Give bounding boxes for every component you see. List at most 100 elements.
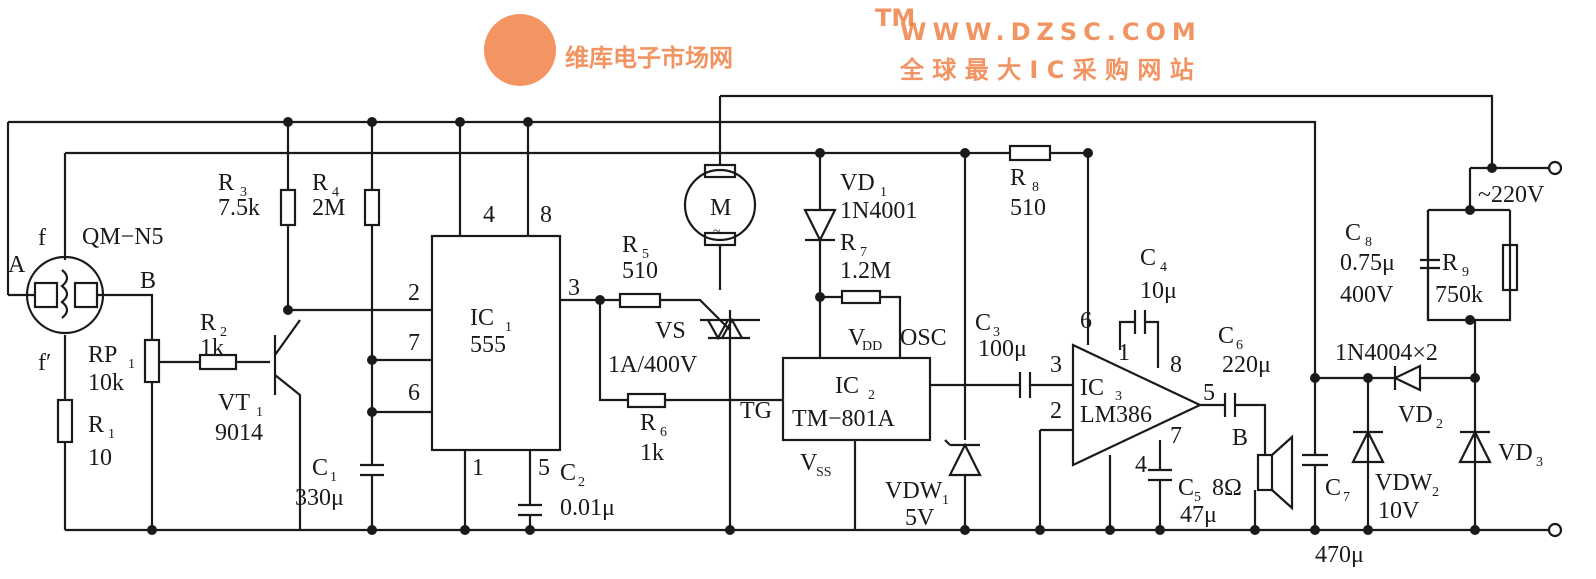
label-c5-sub: 5 (1194, 490, 1201, 505)
label-r6: R (640, 410, 656, 436)
label-r5: R (622, 232, 638, 258)
label-p4: 4 (1135, 452, 1147, 478)
label-ic1: IC (470, 305, 494, 331)
label-f: f (38, 225, 46, 251)
label-speaker-val: 8Ω (1212, 475, 1242, 501)
label-c4-val: 10μ (1140, 278, 1177, 304)
label-pin4: 4 (483, 202, 495, 228)
label-c5: C (1178, 475, 1194, 501)
label-f-prime: f′ (38, 350, 51, 376)
label-pin8: 8 (540, 202, 552, 228)
resistor-r7 (840, 289, 882, 305)
label-r5-sub: 5 (642, 247, 649, 262)
label-mains: ~220V (1478, 182, 1545, 208)
label-c2: C (560, 460, 576, 486)
resistor-r8 (1008, 144, 1052, 162)
ic1-555 (430, 234, 562, 452)
label-ic2-sub: 2 (868, 388, 875, 403)
label-p2: 2 (1050, 398, 1062, 424)
label-c2-val: 0.01μ (560, 495, 615, 521)
label-r1-sub: 1 (108, 427, 115, 442)
capacitor-c1 (360, 463, 384, 477)
capacitor-c7 (1302, 453, 1328, 467)
label-vd2: VD (1398, 402, 1433, 428)
label-r9-sub: 9 (1462, 265, 1469, 280)
label-c1-val: 330μ (295, 485, 344, 511)
label-c7: C (1325, 475, 1341, 501)
label-slogan: 全 球 最 大 I C 采 购 网 站 (899, 56, 1194, 84)
label-r6-sub: 6 (660, 425, 667, 440)
label-speaker: B (1232, 425, 1248, 451)
label-ic2-val: TM−801A (792, 406, 896, 432)
label-vdw2-val: 10V (1378, 498, 1420, 524)
label-r2-sub: 2 (220, 325, 227, 340)
mains-terminal-top (1547, 160, 1563, 176)
label-ic1-val: 555 (470, 332, 506, 358)
label-r4-val: 2M (312, 195, 345, 221)
label-r1-val: 10 (88, 445, 112, 471)
triac-vs (700, 317, 760, 341)
label-c3: C (975, 310, 991, 336)
label-p7: 7 (1170, 423, 1182, 449)
label-vt1-val: 9014 (215, 420, 263, 446)
label-motor-ac: ~ (713, 224, 721, 239)
label-a: A (8, 252, 26, 278)
label-c5-val: 47μ (1180, 502, 1217, 528)
label-vd3-sub: 3 (1536, 455, 1543, 470)
potentiometer-rp1 (143, 338, 161, 384)
label-r4: R (312, 170, 328, 196)
label-pin3: 3 (568, 275, 580, 301)
label-vs-val: 1A/400V (608, 352, 698, 378)
label-r8-val: 510 (1010, 195, 1046, 221)
label-vdd-sub: DD (862, 339, 882, 354)
label-vt1-sub: 1 (256, 405, 263, 420)
label-p8: 8 (1170, 352, 1182, 378)
label-vdd: V (848, 325, 866, 351)
capacitor-c4 (1133, 310, 1147, 334)
motor (683, 163, 757, 247)
label-c8-val: 0.75μ (1340, 250, 1395, 276)
label-vdw1-val: 5V (905, 505, 935, 531)
resistor-r4 (363, 188, 381, 227)
label-r7-val: 1.2M (840, 258, 891, 284)
ic2-tm801a (781, 356, 932, 442)
zener-vdw2 (1351, 429, 1385, 464)
ic3-lm386 (1071, 343, 1203, 467)
label-vd1-sub: 1 (880, 185, 887, 200)
label-c3-sub: 3 (993, 325, 1000, 340)
label-vt1: VT (218, 390, 250, 416)
gas-sensor (8, 255, 125, 335)
label-r3: R (218, 170, 234, 196)
label-ic3-val: LM386 (1080, 402, 1152, 428)
label-r2-val: 1k (200, 335, 224, 361)
label-r2: R (200, 310, 216, 336)
label-vdw1: VDW (885, 478, 943, 504)
watermark-logo: 维库电子市场网 TM WWW.DZSC.COM 全 球 最 大 I C 采 购 … (484, 4, 1202, 86)
label-p1: 1 (1118, 340, 1130, 366)
label-c6-val: 220μ (1222, 352, 1271, 378)
diode-vd3 (1458, 429, 1492, 464)
label-rp1-sub: 1 (128, 357, 135, 372)
label-r1: R (88, 412, 104, 438)
junctions (147, 117, 1497, 535)
label-r7: R (840, 230, 856, 256)
zener-vdw1 (944, 439, 982, 477)
label-c7-sub: 7 (1343, 490, 1350, 505)
label-c8-sub: 8 (1365, 235, 1372, 250)
mains-terminal-bottom (1547, 522, 1563, 538)
label-tg: TG (740, 398, 772, 424)
label-rp1: RP (88, 342, 117, 368)
label-r9-val: 750k (1435, 282, 1483, 308)
label-c8: C (1345, 220, 1361, 246)
label-p5: 5 (1203, 380, 1215, 406)
label-osc: OSC (900, 325, 947, 351)
wires (6, 94, 1550, 532)
label-c1-sub: 1 (330, 470, 337, 485)
label-r8: R (1010, 165, 1026, 191)
label-ic1-sub: 1 (505, 320, 512, 335)
label-c8-volt: 400V (1340, 282, 1394, 308)
label-vdw2-sub: 2 (1432, 485, 1439, 500)
label-vss-sub: SS (816, 465, 832, 480)
label-url: WWW.DZSC.COM (900, 18, 1202, 46)
